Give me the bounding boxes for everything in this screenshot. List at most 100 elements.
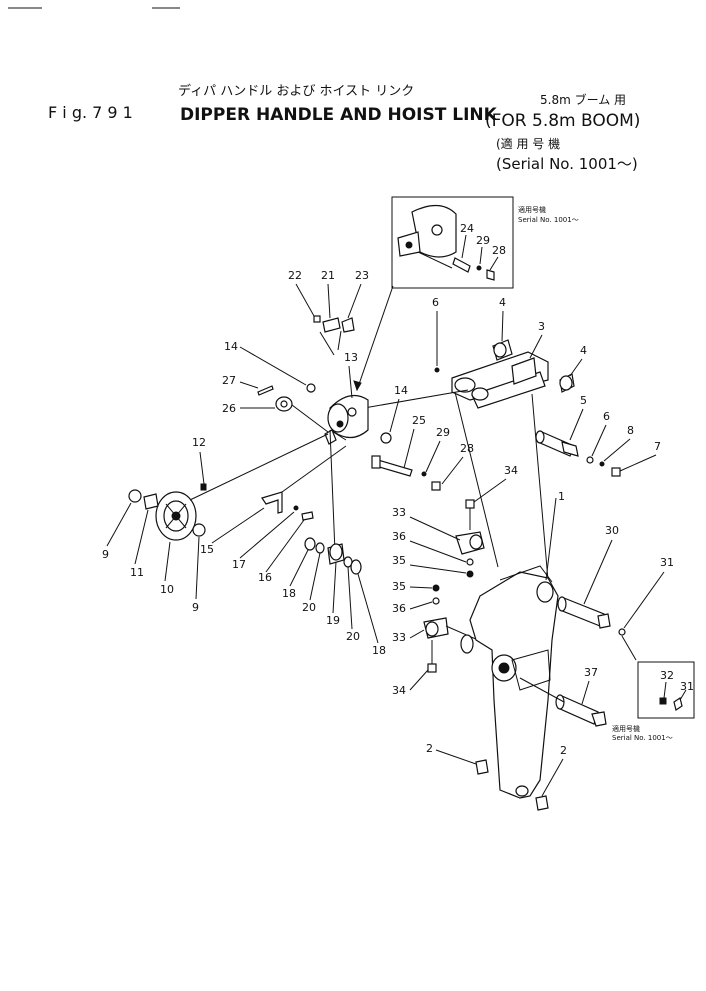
callout-36b: 36	[392, 602, 406, 615]
callout-15: 15	[200, 543, 214, 556]
figure-number: F i g. 7 9 1	[48, 103, 133, 122]
callout-11: 11	[130, 566, 144, 579]
callout-21: 21	[321, 269, 335, 282]
callout-33a: 33	[392, 506, 406, 519]
part-16-bolt	[301, 511, 314, 521]
part-33-bracket-bottom	[423, 617, 449, 639]
callout-22: 22	[288, 269, 302, 282]
spacer-axis	[329, 429, 336, 553]
sheave-axis	[189, 433, 329, 501]
part-29-washer	[421, 471, 427, 477]
top-inset: 24 29 28	[391, 196, 514, 289]
part-19-spacer	[327, 543, 345, 565]
part-10-sheave	[155, 491, 197, 541]
callout-34a: 34	[504, 464, 518, 477]
part-5-pin	[535, 430, 579, 457]
callout-31b: 31	[680, 680, 694, 693]
callout-6b: 6	[603, 410, 610, 423]
callout-29a: 29	[476, 234, 490, 247]
part-18-washer-b	[350, 559, 362, 575]
callout-12: 12	[192, 436, 206, 449]
callout-36a: 36	[392, 530, 406, 543]
callout-20b: 20	[346, 630, 360, 643]
callout-16: 16	[258, 571, 272, 584]
parts-21-22-23	[313, 315, 355, 356]
part-31-fitting-a	[618, 628, 626, 636]
inset-leader	[356, 285, 394, 391]
part-35-nut-a	[466, 570, 474, 578]
part-13-sheave	[324, 394, 369, 445]
callout-2a: 2	[426, 742, 433, 755]
callout-18a: 18	[282, 587, 296, 600]
callout-31a: 31	[660, 556, 674, 569]
serial-note: (Serial No. 1001～)	[496, 155, 638, 173]
part-35-nut-b	[432, 584, 440, 592]
callout-9a: 9	[102, 548, 109, 561]
part-25-bolt	[371, 455, 413, 477]
part-2-bush-b	[535, 795, 549, 811]
callout-5: 5	[580, 394, 587, 407]
callout-26: 26	[222, 402, 236, 415]
callout-4a: 4	[499, 296, 506, 309]
callout-2b: 2	[560, 744, 567, 757]
serial-kanji-note: (適 用 号 機	[496, 136, 560, 151]
callout-28a: 28	[492, 244, 506, 257]
callout-23: 23	[355, 269, 369, 282]
callout-29b: 29	[436, 426, 450, 439]
part-36-washer-b	[432, 597, 440, 605]
part-11-bearing	[143, 493, 159, 510]
link-axis-2	[454, 391, 499, 568]
part-9-washer-a	[128, 489, 142, 503]
part-12-fitting	[200, 483, 207, 491]
callout-27: 27	[222, 374, 236, 387]
callout-35b: 35	[392, 580, 406, 593]
callout-19: 19	[326, 614, 340, 627]
part-28-nut	[431, 481, 441, 491]
callout-30: 30	[605, 524, 619, 537]
top-inset-serial-kanji: 適用号機	[518, 205, 546, 214]
figure-title: DIPPER HANDLE AND HOIST LINK	[180, 105, 498, 125]
callout-9b: 9	[192, 601, 199, 614]
part-20-washer-a	[315, 542, 325, 554]
callout-7: 7	[654, 440, 661, 453]
part-15-plate	[261, 491, 283, 514]
callout-25: 25	[412, 414, 426, 427]
part-7-nut	[611, 467, 621, 477]
callout-33b: 33	[392, 631, 406, 644]
callout-35a: 35	[392, 554, 406, 567]
part-33-bracket-top	[455, 531, 485, 555]
part-14-washer	[306, 383, 316, 393]
boom-note: (FOR 5.8m BOOM)	[485, 111, 640, 131]
part-18-washer-a	[304, 537, 316, 551]
part-6-washer-b	[586, 456, 594, 464]
callout-37: 37	[584, 666, 598, 679]
callout-34b: 34	[392, 684, 406, 697]
callout-3: 3	[538, 320, 545, 333]
part-30-pin	[557, 596, 611, 629]
part-36-washer-a	[466, 558, 474, 566]
callout-18b: 18	[372, 644, 386, 657]
callout-20a: 20	[302, 601, 316, 614]
part-1-dipper-handle	[460, 497, 559, 799]
callout-32: 32	[660, 669, 674, 682]
callout-28b: 28	[460, 442, 474, 455]
part-17-washer	[293, 505, 299, 511]
part-34-bolt-top	[465, 499, 475, 530]
kana-title: ディパ ハンドル および ホイスト リンク	[178, 83, 414, 99]
bottom-right-inset	[637, 661, 695, 719]
callout-8: 8	[627, 424, 634, 437]
callout-13: 13	[344, 351, 358, 364]
callout-14b: 14	[394, 384, 408, 397]
callout-14a: 14	[224, 340, 238, 353]
hoist-link-assembly	[434, 339, 575, 409]
callout-24: 24	[460, 222, 474, 235]
part-26-bush	[275, 396, 293, 412]
part-14-washer-b	[380, 432, 392, 444]
part-37-pin	[555, 694, 607, 727]
callout-10: 10	[160, 583, 174, 596]
link-axis-3	[531, 393, 549, 581]
part-9-washer-b	[192, 523, 206, 537]
bottom-inset-serial-kanji: 適用号機	[612, 724, 640, 733]
